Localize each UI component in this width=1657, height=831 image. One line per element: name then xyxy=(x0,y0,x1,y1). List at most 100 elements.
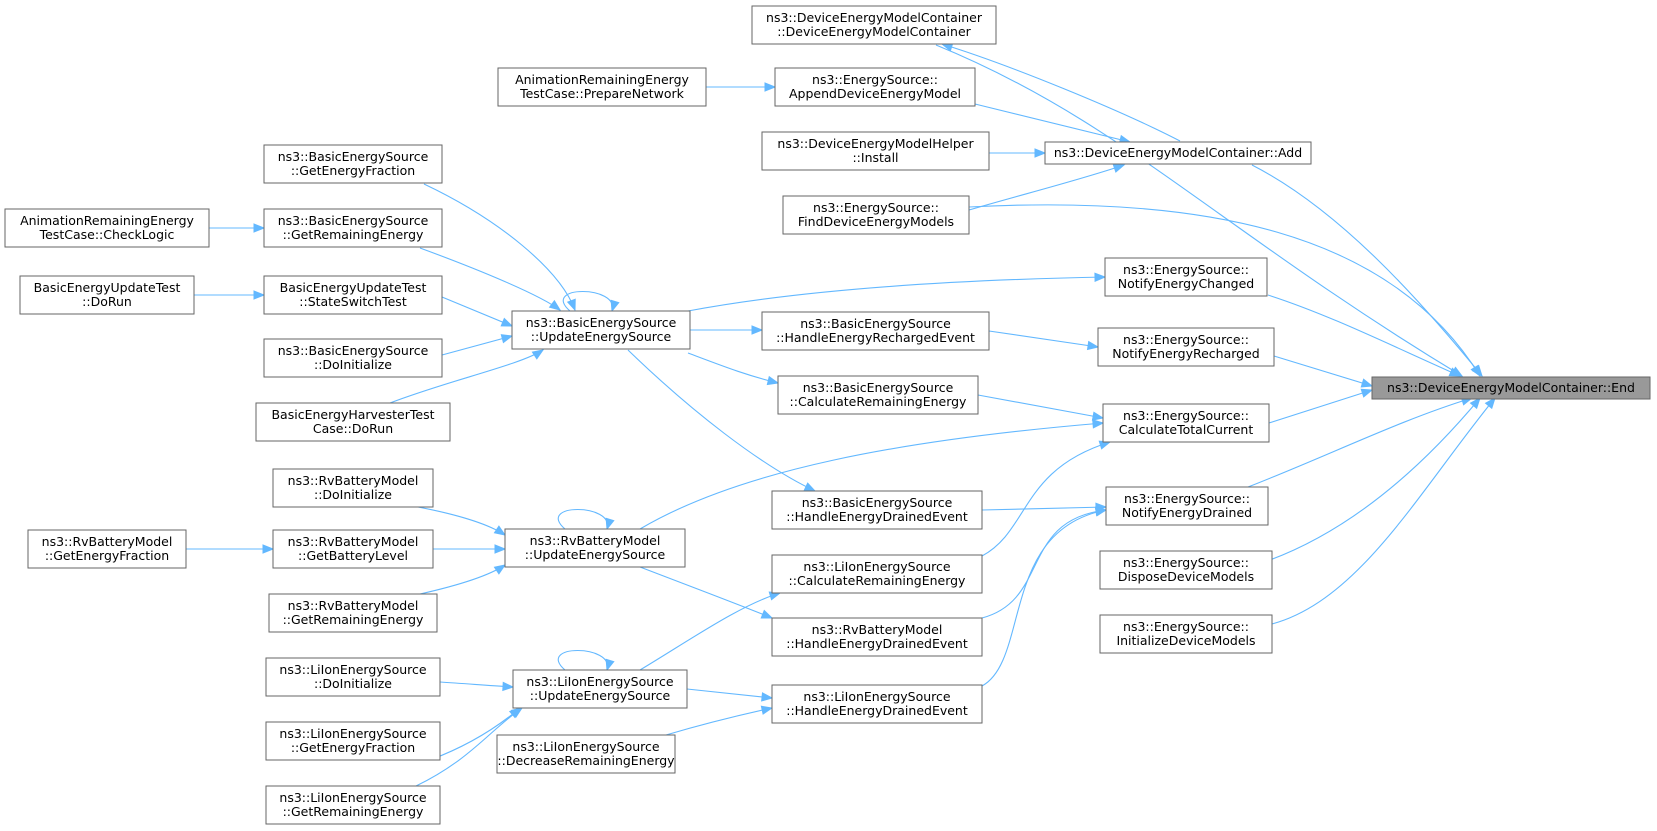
node-ddm[interactable]: ns3::EnergySource::DisposeDeviceModels xyxy=(1099,550,1273,590)
node-rvhed[interactable]: ns3::RvBatteryModel::HandleEnergyDrained… xyxy=(771,617,983,657)
node-label-line: ns3::LiIonEnergySource xyxy=(803,559,951,574)
node-ctc[interactable]: ns3::EnergySource::CalculateTotalCurrent xyxy=(1102,403,1270,443)
node-bhed[interactable]: ns3::BasicEnergySource::HandleEnergyDrai… xyxy=(771,490,983,530)
node-end[interactable]: ns3::DeviceEnergyModelContainer::End xyxy=(1371,376,1651,400)
node-box[interactable] xyxy=(263,144,443,184)
node-box[interactable] xyxy=(1097,327,1275,367)
node-label-line: BasicEnergyUpdateTest xyxy=(34,280,181,295)
node-label-line: ns3::RvBatteryModel xyxy=(288,598,419,613)
node-box[interactable] xyxy=(268,593,438,633)
node-box[interactable] xyxy=(1044,141,1312,165)
node-box[interactable] xyxy=(1104,257,1268,297)
node-rvdoi[interactable]: ns3::RvBatteryModel::DoInitialize xyxy=(272,468,434,508)
node-arc[interactable]: AnimationRemainingEnergyTestCase::CheckL… xyxy=(4,208,210,248)
call-edge-rvgef-to-rvgbl xyxy=(186,544,275,554)
node-label-line: ::HandleEnergyRechargedEvent xyxy=(776,330,975,345)
node-box[interactable] xyxy=(771,684,983,724)
call-nodes: ns3::DeviceEnergyModelContainer::Endns3:… xyxy=(4,5,1651,825)
node-box[interactable] xyxy=(19,275,195,315)
node-box[interactable] xyxy=(771,554,983,594)
call-edge-rvhed-to-ned xyxy=(981,506,1108,619)
call-edge-lcre-to-ctc xyxy=(981,440,1112,557)
node-label-line: ns3::BasicEnergySource xyxy=(278,343,429,358)
node-box[interactable] xyxy=(512,669,688,709)
node-label-line: ns3::LiIonEnergySource xyxy=(512,739,660,754)
node-rvgbl[interactable]: ns3::RvBatteryModel::GetBatteryLevel xyxy=(272,529,434,569)
node-box[interactable] xyxy=(504,528,686,568)
node-bgef[interactable]: ns3::BasicEnergySource::GetEnergyFractio… xyxy=(263,144,443,184)
node-bgre[interactable]: ns3::BasicEnergySource::GetRemainingEner… xyxy=(263,208,443,248)
node-rvues[interactable]: ns3::RvBatteryModel::UpdateEnergySource xyxy=(504,528,686,568)
node-label-line: ::UpdateEnergySource xyxy=(531,329,672,344)
node-bcre[interactable]: ns3::BasicEnergySource::CalculateRemaini… xyxy=(777,375,979,415)
node-box[interactable] xyxy=(751,5,997,45)
node-box[interactable] xyxy=(263,275,443,315)
node-rvgre[interactable]: ns3::RvBatteryModel::GetRemainingEnergy xyxy=(268,593,438,633)
node-lcre[interactable]: ns3::LiIonEnergySource::CalculateRemaini… xyxy=(771,554,983,594)
node-add[interactable]: ns3::DeviceEnergyModelContainer::Add xyxy=(1044,141,1312,165)
node-label-line: ::CalculateRemainingEnergy xyxy=(789,573,967,588)
node-box[interactable] xyxy=(771,490,983,530)
node-box[interactable] xyxy=(265,721,441,761)
node-box[interactable] xyxy=(1371,376,1651,400)
node-box[interactable] xyxy=(761,131,990,171)
node-lgre[interactable]: ns3::LiIonEnergySource::GetRemainingEner… xyxy=(265,785,441,825)
node-nec[interactable]: ns3::EnergySource::NotifyEnergyChanged xyxy=(1104,257,1268,297)
call-edge-find-to-add xyxy=(968,163,1126,211)
node-label-line: ::GetRemainingEnergy xyxy=(283,804,424,819)
node-box[interactable] xyxy=(27,529,187,569)
node-bedr[interactable]: BasicEnergyUpdateTest::DoRun xyxy=(19,275,195,315)
node-box[interactable] xyxy=(496,734,676,774)
node-box[interactable] xyxy=(774,67,976,107)
node-box[interactable] xyxy=(1099,550,1273,590)
call-edge-bues-to-bues xyxy=(562,291,620,313)
node-box[interactable] xyxy=(263,338,443,378)
node-box[interactable] xyxy=(265,657,441,697)
call-edge-idm-to-end xyxy=(1271,396,1496,625)
node-ldre[interactable]: ns3::LiIonEnergySource::DecreaseRemainin… xyxy=(496,734,676,774)
node-box[interactable] xyxy=(511,310,691,350)
node-box[interactable] xyxy=(1102,403,1270,443)
node-ner[interactable]: ns3::EnergySource::NotifyEnergyRecharged xyxy=(1097,327,1275,367)
node-box[interactable] xyxy=(1099,614,1273,654)
node-append[interactable]: ns3::EnergySource::AppendDeviceEnergyMod… xyxy=(774,67,976,107)
node-lhed[interactable]: ns3::LiIonEnergySource::HandleEnergyDrai… xyxy=(771,684,983,724)
call-edge-lues-to-lcre xyxy=(639,591,782,671)
node-box[interactable] xyxy=(272,468,434,508)
node-box[interactable] xyxy=(272,529,434,569)
node-dcc[interactable]: ns3::DeviceEnergyModelContainer::DeviceE… xyxy=(751,5,997,45)
node-ldoi[interactable]: ns3::LiIonEnergySource::DoInitialize xyxy=(265,657,441,697)
node-box[interactable] xyxy=(265,785,441,825)
node-bsst[interactable]: BasicEnergyUpdateTest::StateSwitchTest xyxy=(263,275,443,315)
node-bues[interactable]: ns3::BasicEnergySource::UpdateEnergySour… xyxy=(511,310,691,350)
call-edge-bues-to-bcre xyxy=(687,352,780,386)
node-box[interactable] xyxy=(1105,486,1269,526)
node-rvgef[interactable]: ns3::RvBatteryModel::GetEnergyFraction xyxy=(27,529,187,569)
node-lues[interactable]: ns3::LiIonEnergySource::UpdateEnergySour… xyxy=(512,669,688,709)
node-ned[interactable]: ns3::EnergySource::NotifyEnergyDrained xyxy=(1105,486,1269,526)
node-box[interactable] xyxy=(761,311,990,351)
call-edge-bedr-to-bsst xyxy=(194,290,266,300)
node-box[interactable] xyxy=(4,208,210,248)
node-label-line: ns3::EnergySource:: xyxy=(813,200,939,215)
node-box[interactable] xyxy=(782,195,970,235)
node-label-line: ns3::EnergySource:: xyxy=(1123,408,1249,423)
node-find[interactable]: ns3::EnergySource::FindDeviceEnergyModel… xyxy=(782,195,970,235)
node-box[interactable] xyxy=(263,208,443,248)
node-bdoi[interactable]: ns3::BasicEnergySource::DoInitialize xyxy=(263,338,443,378)
call-edge-bcre-to-ctc xyxy=(977,394,1105,421)
node-label-line: ::GetEnergyFraction xyxy=(291,740,415,755)
node-helper[interactable]: ns3::DeviceEnergyModelHelper::Install xyxy=(761,131,990,171)
node-box[interactable] xyxy=(497,67,707,107)
node-label-line: ::CalculateRemainingEnergy xyxy=(790,394,968,409)
call-edge-rvues-to-ctc xyxy=(639,419,1105,530)
node-bher[interactable]: ns3::BasicEnergySource::HandleEnergyRech… xyxy=(761,311,990,351)
node-arp[interactable]: AnimationRemainingEnergyTestCase::Prepar… xyxy=(497,67,707,107)
node-lgef[interactable]: ns3::LiIonEnergySource::GetEnergyFractio… xyxy=(265,721,441,761)
node-box[interactable] xyxy=(771,617,983,657)
node-box[interactable] xyxy=(255,402,451,442)
node-idm[interactable]: ns3::EnergySource::InitializeDeviceModel… xyxy=(1099,614,1273,654)
node-box[interactable] xyxy=(777,375,979,415)
call-edge-lues-to-lues xyxy=(557,650,615,672)
